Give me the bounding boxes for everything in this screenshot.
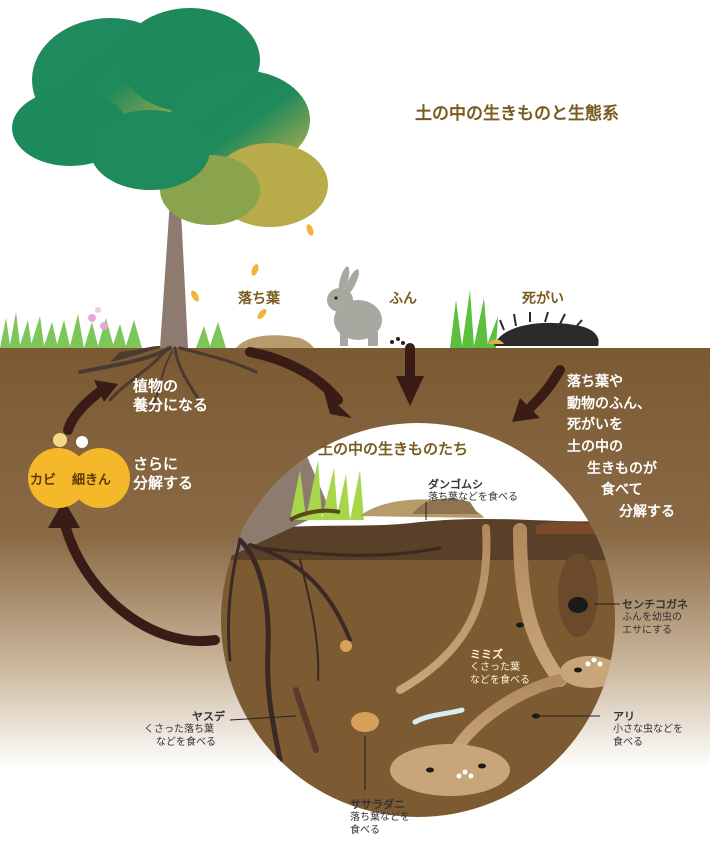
decompose-text: 落ち葉や 動物のふん、 死がいを 土の中の 生きものが 食べて 分解する bbox=[567, 372, 675, 524]
label-fallen-leaves: 落ち葉 bbox=[238, 291, 280, 307]
label-ant-desc-2: 食べる bbox=[613, 737, 643, 748]
label-earthworm-desc-1: くさった葉 bbox=[470, 662, 520, 673]
label-dungbeetle-desc-1: ふんを幼虫の bbox=[622, 612, 682, 623]
decompose-line-5: 生きものが bbox=[587, 460, 657, 477]
fungus-bacteria bbox=[28, 433, 130, 508]
arrow-heads bbox=[48, 376, 540, 528]
rabbit bbox=[327, 266, 382, 346]
label-pillbug-name: ダンゴムシ bbox=[428, 478, 483, 491]
label-millipede-desc-1: くさった落ち葉 bbox=[144, 724, 214, 735]
label-nutrient-2: 養分になる bbox=[133, 396, 209, 414]
label-further-1: さらに bbox=[133, 455, 179, 473]
grass-strip bbox=[0, 312, 226, 348]
label-pillbug-desc: 落ち葉などを食べる bbox=[428, 492, 518, 503]
label-leaders bbox=[229, 502, 620, 790]
decompose-line-4: 土の中の bbox=[567, 439, 623, 456]
carcass-animal bbox=[488, 311, 599, 346]
underground-title: 土の中の生きものたち bbox=[318, 440, 469, 458]
label-further-2: 分解する bbox=[133, 474, 194, 492]
decompose-line-7: 分解する bbox=[619, 504, 675, 521]
label-dungbeetle-name: センチコガネ bbox=[622, 598, 688, 611]
dung-pellets bbox=[390, 337, 405, 345]
label-nutrient-1: 植物の bbox=[133, 377, 179, 395]
label-ant-desc-1: 小さな虫などを bbox=[613, 724, 683, 735]
falling-leaves bbox=[191, 224, 314, 319]
decompose-line-2: 動物のふん、 bbox=[567, 395, 651, 412]
label-mite-desc-1: 落ち葉などを bbox=[350, 812, 410, 823]
label-feces: ふん bbox=[389, 291, 417, 307]
tree bbox=[12, 8, 328, 362]
label-millipede-name: ヤスデ bbox=[192, 710, 225, 723]
label-ant-name: アリ bbox=[613, 710, 635, 723]
label-mite-name: ササラダニ bbox=[350, 798, 405, 811]
label-mite-desc-2: 食べる bbox=[350, 825, 380, 836]
page-title: 土の中の生きものと生態系 bbox=[415, 104, 619, 124]
flowers bbox=[88, 307, 108, 330]
decompose-line-1: 落ち葉や bbox=[567, 374, 623, 390]
label-carcass: 死がい bbox=[522, 291, 564, 307]
cycle-arrows bbox=[59, 343, 565, 647]
label-dungbeetle-desc-2: エサにする bbox=[622, 625, 673, 636]
label-earthworm-desc-2: などを食べる bbox=[470, 675, 530, 686]
label-millipede-desc-2: などを食べる bbox=[156, 737, 216, 748]
label-mold: カビ bbox=[30, 473, 57, 488]
label-earthworm-name: ミミズ bbox=[470, 648, 503, 661]
decompose-line-3: 死がいを bbox=[567, 417, 623, 434]
label-bacteria: 細きん bbox=[72, 473, 112, 488]
grass-tuft bbox=[450, 290, 498, 348]
leaf-litter bbox=[236, 335, 314, 348]
tree-roots bbox=[78, 346, 258, 413]
decompose-line-6: 食べて bbox=[601, 482, 643, 499]
